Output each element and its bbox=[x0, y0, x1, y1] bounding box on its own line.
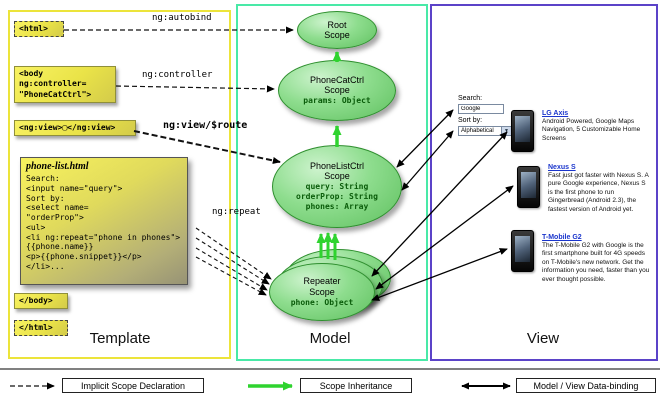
phone-entry: LG Axis Android Powered, Google Maps Nav… bbox=[542, 110, 652, 143]
ng-controller-label: ng:controller bbox=[142, 70, 213, 80]
template-column-frame bbox=[8, 10, 231, 359]
repeater-scope-ellipse: Repeater Scope phone: Object bbox=[269, 263, 375, 321]
phone-image bbox=[511, 110, 534, 152]
phone-screen bbox=[515, 236, 530, 262]
html-open-tag-box: <html> bbox=[14, 21, 64, 38]
phone-screen bbox=[515, 116, 530, 142]
search-input[interactable] bbox=[458, 104, 504, 114]
root-scope-title: Root Scope bbox=[324, 19, 350, 40]
repeater-scope-props: phone: Object bbox=[290, 297, 354, 307]
template-column-label: Template bbox=[89, 330, 151, 347]
phone-list-filename: phone-list.html bbox=[26, 161, 89, 172]
phonecatctrl-scope-title: PhoneCatCtrl Scope bbox=[309, 74, 365, 95]
root-scope-ellipse: Root Scope bbox=[297, 11, 377, 49]
html-close-tag-box: </html> bbox=[14, 320, 68, 337]
phone-description: The T-Mobile G2 with Google is the first… bbox=[542, 242, 650, 283]
model-column-label: Model bbox=[309, 330, 351, 347]
phone-entry: T-Mobile G2 The T-Mobile G2 with Google … bbox=[542, 234, 652, 284]
phone-entry: Nexus S Fast just got faster with Nexus … bbox=[548, 164, 652, 214]
phone-name-link[interactable]: Nexus S bbox=[548, 164, 576, 171]
legend-implicit-scope-declaration: Implicit Scope Declaration bbox=[62, 378, 204, 393]
phonecatctrl-scope-ellipse: PhoneCatCtrl Scope params: Object bbox=[278, 60, 396, 121]
sort-select[interactable]: Alphabetical ▼ bbox=[458, 126, 512, 136]
phone-image bbox=[517, 166, 540, 208]
phone-screen bbox=[521, 172, 536, 198]
phonelistctrl-scope-props: query: String orderProp: String phones: … bbox=[296, 182, 378, 212]
legend-model-view-databinding: Model / View Data-binding bbox=[516, 378, 656, 393]
repeater-scope-title: Repeater Scope bbox=[303, 276, 341, 297]
phone-image bbox=[511, 230, 534, 272]
view-column-label: View bbox=[526, 330, 560, 347]
ng-autobind-label: ng:autobind bbox=[152, 13, 212, 23]
phone-description: Fast just got faster with Nexus S. A pur… bbox=[548, 172, 649, 213]
phone-list-code: Search: <input name="query"> Sort by: <s… bbox=[26, 174, 181, 271]
sort-by-label: Sort by: bbox=[458, 117, 483, 124]
ng-view-route-label: ng:view/$route bbox=[163, 120, 248, 131]
phonecatctrl-scope-props: params: Object bbox=[303, 96, 371, 106]
phonelistctrl-scope-ellipse: PhoneListCtrl Scope query: String orderP… bbox=[272, 145, 402, 228]
body-open-tag-box: <body ng:controller= "PhoneCatCtrl"> bbox=[14, 66, 116, 104]
phonelistctrl-scope-title: PhoneListCtrl Scope bbox=[309, 160, 365, 181]
ng-repeat-label: ng:repeat bbox=[212, 207, 261, 217]
phone-list-template-box: phone-list.html Search: <input name="que… bbox=[20, 157, 188, 285]
legend-scope-inheritance: Scope Inheritance bbox=[300, 378, 412, 393]
search-label: Search: bbox=[458, 95, 483, 102]
phone-name-link[interactable]: LG Axis bbox=[542, 110, 569, 117]
body-close-tag-box: </body> bbox=[14, 293, 68, 310]
phone-description: Android Powered, Google Maps Navigation,… bbox=[542, 118, 641, 142]
ng-view-tag-box: <ng:view>▢</ng:view> bbox=[14, 120, 136, 137]
dropdown-arrow-icon: ▼ bbox=[501, 127, 511, 135]
phone-name-link[interactable]: T-Mobile G2 bbox=[542, 234, 582, 241]
sort-select-value: Alphabetical bbox=[461, 128, 494, 134]
